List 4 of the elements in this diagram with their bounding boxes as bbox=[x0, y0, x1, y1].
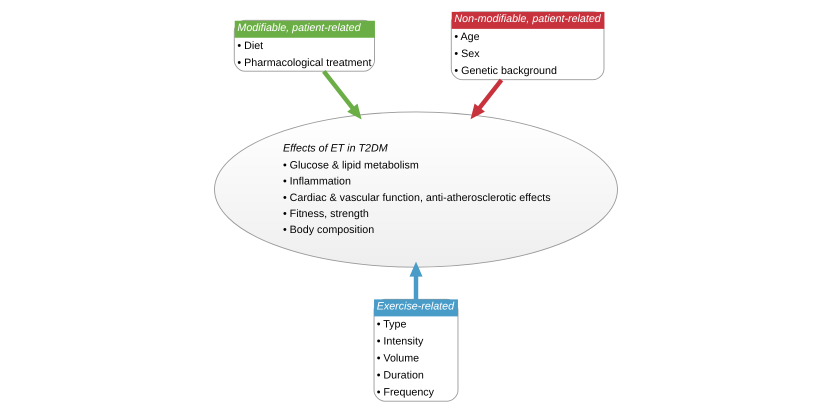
arrow bbox=[409, 262, 423, 300]
node-ellipse: Effects of ET in T2DM • Glucose & lipid metabolism • Inflammation • Cardiac & vascular function, anti-atherosclerotic effects • Fitness, strength • Body composition bbox=[214, 111, 618, 268]
arrow bbox=[322, 70, 362, 120]
arrow bbox=[470, 78, 504, 120]
